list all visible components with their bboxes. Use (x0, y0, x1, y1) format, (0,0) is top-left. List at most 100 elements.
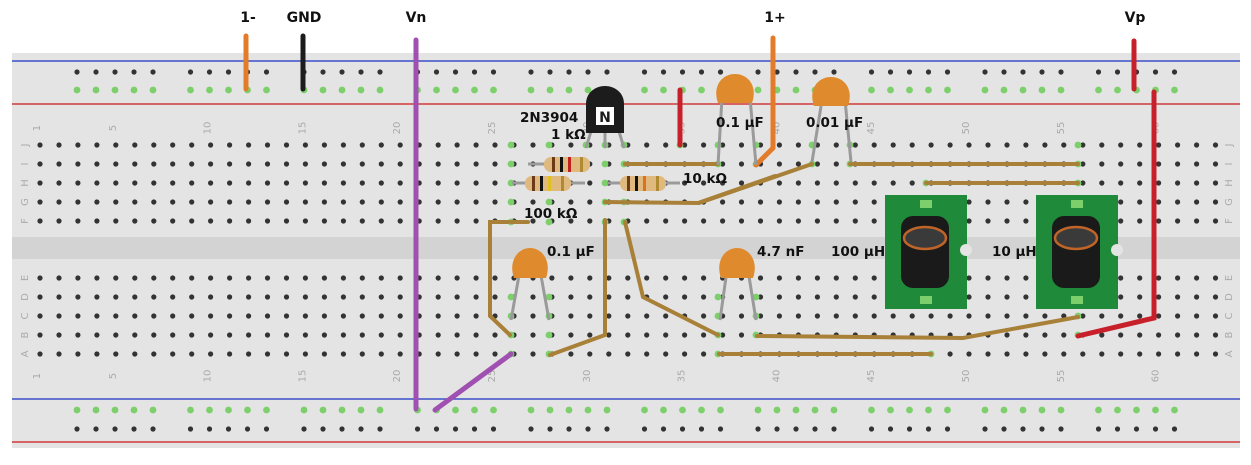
breadboard-hole (473, 275, 479, 281)
breadboard-hole (1023, 199, 1029, 205)
breadboard-hole (435, 332, 441, 338)
breadboard-hole (473, 199, 479, 205)
breadboard-hole (601, 160, 609, 168)
breadboard-hole (587, 313, 593, 319)
breadboard-hole (74, 69, 80, 75)
breadboard-hole (1023, 294, 1029, 300)
breadboard-hole (113, 351, 119, 357)
breadboard-hole (1061, 332, 1067, 338)
breadboard-hole (302, 332, 308, 338)
breadboard-hole (473, 351, 479, 357)
transistor-2n3904: N (584, 86, 626, 149)
breadboard-hole (359, 313, 365, 319)
breadboard-hole (73, 86, 81, 94)
breadboard-hole (774, 426, 780, 432)
label-gnd: GND (287, 10, 322, 26)
breadboard-hole (433, 426, 440, 432)
breadboard-hole (1114, 86, 1121, 94)
breadboard-hole (1118, 142, 1124, 148)
breadboard-hole (490, 86, 497, 94)
breadboard-hole (283, 199, 290, 205)
breadboard-hole (264, 332, 271, 338)
breadboard-hole (925, 86, 932, 94)
breadboard-hole (757, 313, 764, 319)
breadboard-hole (565, 406, 573, 414)
row-letter: E (1224, 275, 1235, 281)
breadboard-hole (208, 161, 214, 167)
label-vp: Vp (1125, 10, 1146, 26)
breadboard-hole (812, 69, 818, 75)
breadboard-hole (1118, 332, 1124, 338)
breadboard-hole (547, 69, 553, 75)
breadboard-hole (56, 142, 62, 148)
capacitor-0.1uF-bottom (509, 269, 551, 321)
breadboard-hole (56, 218, 62, 224)
breadboard-hole (1004, 142, 1010, 148)
breadboard-hole (1175, 199, 1181, 205)
breadboard-hole (170, 180, 176, 186)
breadboard-hole (1004, 294, 1010, 300)
breadboard-hole (246, 199, 252, 205)
breadboard-hole (906, 426, 913, 432)
breadboard-hole (1038, 86, 1046, 94)
breadboard-hole (1114, 69, 1121, 75)
resistor-100k (512, 176, 585, 191)
breadboard-hole (1042, 351, 1048, 357)
breadboard-hole (1061, 142, 1067, 148)
breadboard-hole (982, 426, 988, 432)
breadboard-hole (208, 199, 214, 205)
breadboard-hole (717, 426, 724, 432)
breadboard-hole (378, 294, 384, 300)
column-number: 45 (866, 370, 877, 383)
breadboard-hole (833, 218, 839, 224)
breadboard-hole (585, 69, 591, 75)
breadboard-hole (814, 313, 821, 319)
breadboard-hole (698, 426, 705, 432)
breadboard-hole (338, 406, 346, 414)
breadboard-hole (227, 180, 233, 186)
breadboard-hole (981, 406, 989, 414)
breadboard-hole (1156, 218, 1162, 224)
column-number: 45 (866, 122, 877, 135)
row-letter: J (20, 144, 31, 148)
label-100k: 100 kΩ (524, 206, 578, 222)
row-letter: I (1224, 163, 1235, 166)
breadboard-hole (1099, 332, 1105, 338)
breadboard-hole (452, 426, 459, 432)
breadboard-hole (56, 351, 62, 357)
breadboard-hole (545, 218, 553, 226)
breadboard-hole (1118, 218, 1124, 224)
breadboard-hole (909, 313, 915, 319)
breadboard-hole (925, 69, 932, 75)
breadboard-hole (947, 142, 953, 148)
breadboard-hole (776, 142, 783, 148)
breadboard-hole (151, 180, 157, 186)
breadboard-hole (339, 69, 345, 75)
breadboard-hole (774, 69, 780, 75)
breadboard-hole (507, 198, 515, 206)
breadboard-hole (149, 406, 157, 414)
breadboard-hole (985, 218, 991, 224)
breadboard-hole (720, 332, 726, 338)
breadboard-hole (1212, 142, 1219, 148)
breadboard-hole (754, 86, 762, 94)
breadboard-hole (492, 351, 498, 357)
breadboard-hole (340, 332, 346, 338)
breadboard-hole (283, 332, 290, 338)
breadboard-hole (1004, 332, 1010, 338)
breadboard-hole (698, 69, 705, 75)
breadboard-hole (1020, 69, 1026, 75)
resistor-1k (528, 157, 590, 172)
wire-1plus-bend (753, 145, 776, 168)
breadboard-hole (1039, 426, 1045, 432)
breadboard-hole (37, 180, 43, 186)
breadboard-hole (340, 199, 346, 205)
breadboard-hole (454, 180, 460, 186)
breadboard-hole (359, 332, 365, 338)
breadboard-hole (1057, 86, 1065, 94)
label-1plus: 1+ (764, 10, 785, 26)
breadboard-hole (507, 293, 515, 301)
column-number: 35 (677, 370, 688, 383)
breadboard-hole (565, 86, 573, 94)
